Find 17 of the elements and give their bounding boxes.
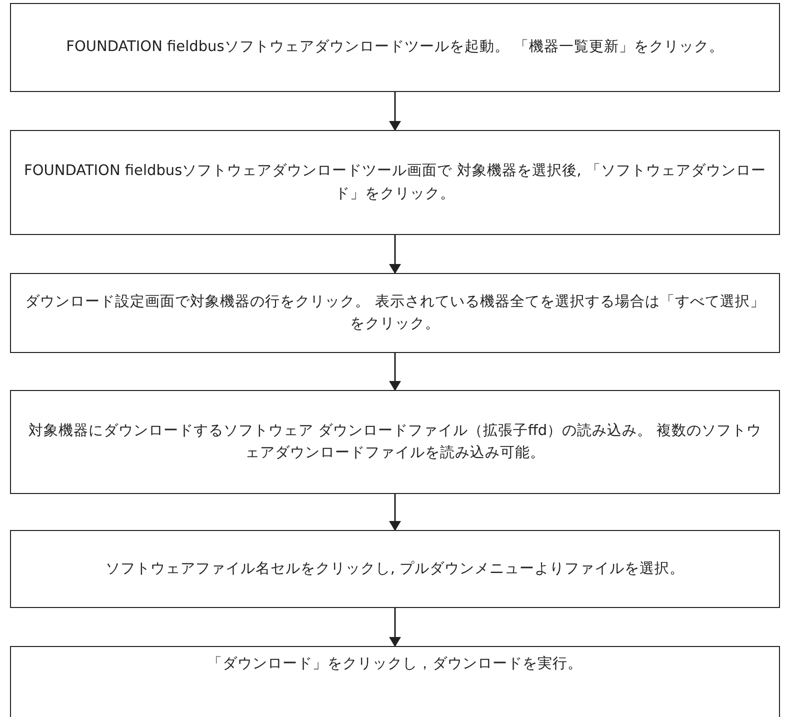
arrow xyxy=(389,353,401,391)
process-box xyxy=(10,130,780,235)
step-text: FOUNDATION fieldbusソフトウェアダウンロードツール画面で 対象機器を選択後, 「ソフトウェアダウンロード」をクリック。 xyxy=(23,162,767,204)
arrow xyxy=(389,608,401,647)
step-text: ソフトウェアファイル名セルをクリックし, プルダウンメニューよりファイルを選択。 xyxy=(105,560,685,579)
arrow xyxy=(389,494,401,531)
step-text: ダウンロード設定画面で対象機器の行をクリック。 表示されている機器全てを選択する場合は「すべて選択」をクリック。 xyxy=(24,292,766,334)
process-box xyxy=(10,273,780,353)
process-box xyxy=(10,390,780,494)
process-box xyxy=(10,3,780,92)
arrow xyxy=(389,92,401,131)
step-text: 「ダウンロード」をクリックし，ダウンロードを実行。 xyxy=(208,654,582,674)
process-box xyxy=(10,646,780,717)
step-text: FOUNDATION fieldbusソフトウェアダウンロードツールを起動。 「機器一覧更新」をクリック。 xyxy=(66,38,724,58)
arrow xyxy=(389,235,401,274)
process-box xyxy=(10,530,780,608)
step-text: 対象機器にダウンロードするソフトウェア ダウンロードファイル（拡張子ffd）の読み込み。 複数のソフトウェアダウンロードファイルを読み込み可能。 xyxy=(27,422,763,463)
